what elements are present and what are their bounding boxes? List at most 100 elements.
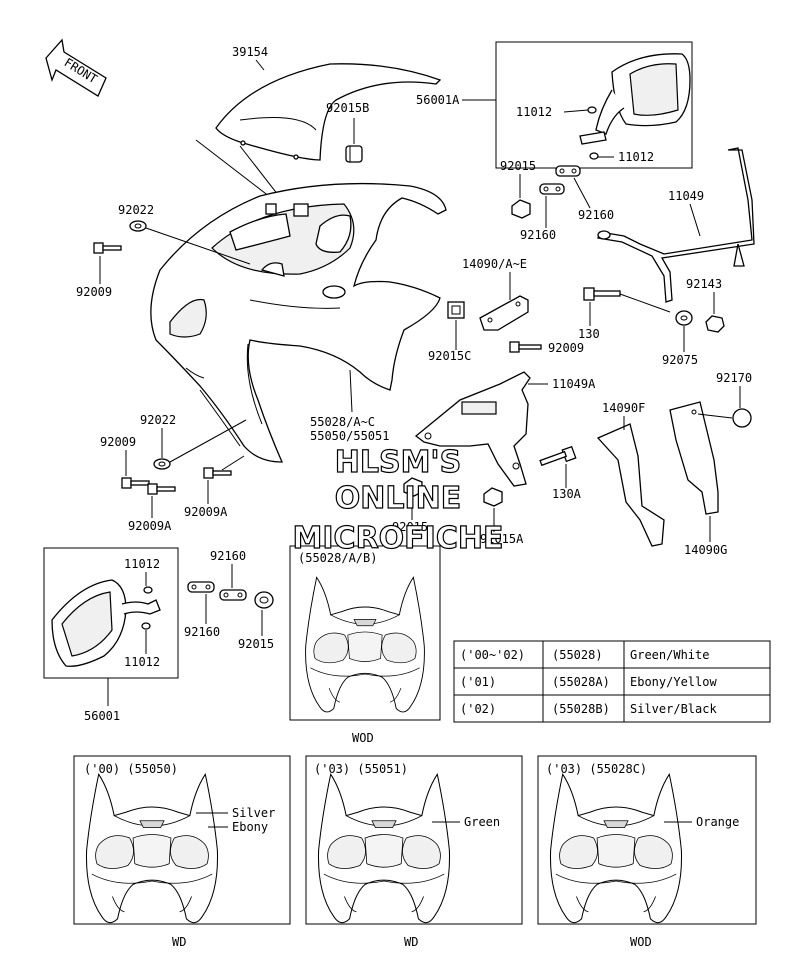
plate-92160-c (187, 581, 215, 593)
label-14090g: 14090G (684, 543, 727, 557)
label-130a: 130A (552, 487, 582, 501)
label-11012-c: 11012 (124, 557, 160, 571)
mirror-56001-box (43, 547, 179, 679)
color-table-r1-c0: ('01) (460, 675, 496, 689)
label-92015-bot: 92015 (238, 637, 274, 651)
label-92009a-right: 92009A (184, 505, 228, 519)
bolt-92009-mid (121, 477, 150, 489)
watermark-line1: HLSM'S (335, 445, 461, 480)
windshield-39154 (215, 63, 442, 161)
label-39154: 39154 (232, 45, 268, 59)
stay-11049 (597, 147, 755, 303)
panel-55028c-caption: WOD (630, 935, 652, 949)
watermark: HLSM'S ONLINE MICROFICHE (292, 444, 504, 556)
label-92143: 92143 (686, 277, 722, 291)
label-92009-right: 92009 (548, 341, 584, 355)
grommet-92075 (675, 310, 693, 326)
label-11012-a: 11012 (516, 105, 552, 119)
panel-55028c-title: ('03) (55028C) (546, 762, 647, 776)
color-table: ('00~'02) (55028) Green/White ('01) (550… (453, 640, 771, 723)
bolt-130a (539, 445, 577, 467)
cap-92170 (732, 408, 752, 428)
label-92160-bot1: 92160 (210, 549, 246, 563)
inset-55028-title: (55028/A/B) (298, 551, 377, 565)
cowl-55028-drawing (305, 576, 425, 713)
label-92009a-left: 92009A (128, 519, 172, 533)
washer-92022-mid (153, 458, 171, 470)
color-table-r2-c2: Silver/Black (630, 702, 717, 716)
panel-55051-title: ('03) (55051) (314, 762, 408, 776)
watermark-line2: ONLINE (335, 481, 462, 516)
panel-55051-caption: WD (404, 935, 418, 949)
mirror-56001 (51, 579, 161, 667)
bolt-92009-right (509, 341, 542, 353)
nut-92015-mid (403, 477, 423, 497)
nut-92143 (705, 315, 725, 333)
watermark-line3: MICROFICHE (293, 521, 504, 556)
label-92160-top1: 92160 (578, 208, 614, 222)
plate-92160-d (219, 589, 247, 601)
panel-55051: ('03) (55051) Green WD (305, 755, 523, 949)
nut-92015a (483, 487, 503, 507)
color-table-r0-c1: (55028) (552, 648, 603, 662)
color-table-r0-c2: Green/White (630, 648, 709, 662)
label-92015-mid: 92015 (392, 520, 428, 534)
label-55028-a-c: 55028/A~C (310, 415, 375, 429)
cover-14090g (669, 401, 719, 515)
label-55050-55051: 55050/55051 (310, 429, 389, 443)
label-11012-d: 11012 (124, 655, 160, 669)
plate-92160-a (539, 183, 565, 195)
bracket-14090 (479, 295, 529, 331)
mirror-56001a-box (495, 41, 693, 169)
upper-cowl-55028 (150, 182, 447, 463)
cover-14090f (596, 423, 665, 547)
label-92170: 92170 (716, 371, 752, 385)
panel-55051-callout-green: Green (464, 815, 500, 829)
label-14090-a-e: 14090/A~E (462, 257, 527, 271)
nut-92015-top (511, 199, 531, 219)
washer-92022-top (129, 220, 147, 232)
label-56001: 56001 (84, 709, 120, 723)
panel-55050: ('00) (55050) Silver Ebony WD (73, 755, 291, 949)
label-92015c: 92015C (428, 349, 471, 363)
label-92075: 92075 (662, 353, 698, 367)
label-11049: 11049 (668, 189, 704, 203)
label-92015-top: 92015 (500, 159, 536, 173)
front-arrow-icon: FRONT (45, 38, 107, 97)
label-92015a: 92015A (480, 532, 524, 546)
label-92009-top: 92009 (76, 285, 112, 299)
color-table-r1-c1: (55028A) (552, 675, 610, 689)
grommet-92015-bot (254, 591, 274, 609)
grommet-92015b (345, 145, 363, 163)
inset-55028-caption: WOD (352, 731, 374, 745)
color-table-r2-c0: ('02) (460, 702, 496, 716)
label-11012-b: 11012 (618, 150, 654, 164)
color-table-r1-c2: Ebony/Yellow (630, 675, 717, 689)
plate-92160-b (555, 165, 581, 177)
panel-55028c-callout-orange: Orange (696, 815, 739, 829)
panel-55050-callout-silver: Silver (232, 806, 275, 820)
panel-55050-title: ('00) (55050) (84, 762, 178, 776)
panel-55028c: ('03) (55028C) Orange WOD (537, 755, 757, 949)
bolt-92009-top (93, 242, 122, 254)
label-92009-mid2: 92009 (100, 435, 136, 449)
clip-92015c (447, 301, 465, 319)
panel-55050-caption: WD (172, 935, 186, 949)
label-14090f: 14090F (602, 401, 645, 415)
label-92160-top2: 92160 (520, 228, 556, 242)
bolt-92009a-left (147, 483, 176, 495)
label-56001a: 56001A (416, 93, 460, 107)
label-92160-bot2: 92160 (184, 625, 220, 639)
label-11049a: 11049A (552, 377, 596, 391)
label-92022-mid: 92022 (140, 413, 176, 427)
panel-55050-callout-ebony: Ebony (232, 820, 268, 834)
label-92022-top: 92022 (118, 203, 154, 217)
bolt-92009a-right (203, 467, 232, 479)
mirror-56001a (579, 53, 691, 160)
label-92015b: 92015B (326, 101, 369, 115)
stay-11049a (414, 371, 531, 487)
label-130: 130 (578, 327, 600, 341)
color-table-r0-c0: ('00~'02) (460, 648, 525, 662)
